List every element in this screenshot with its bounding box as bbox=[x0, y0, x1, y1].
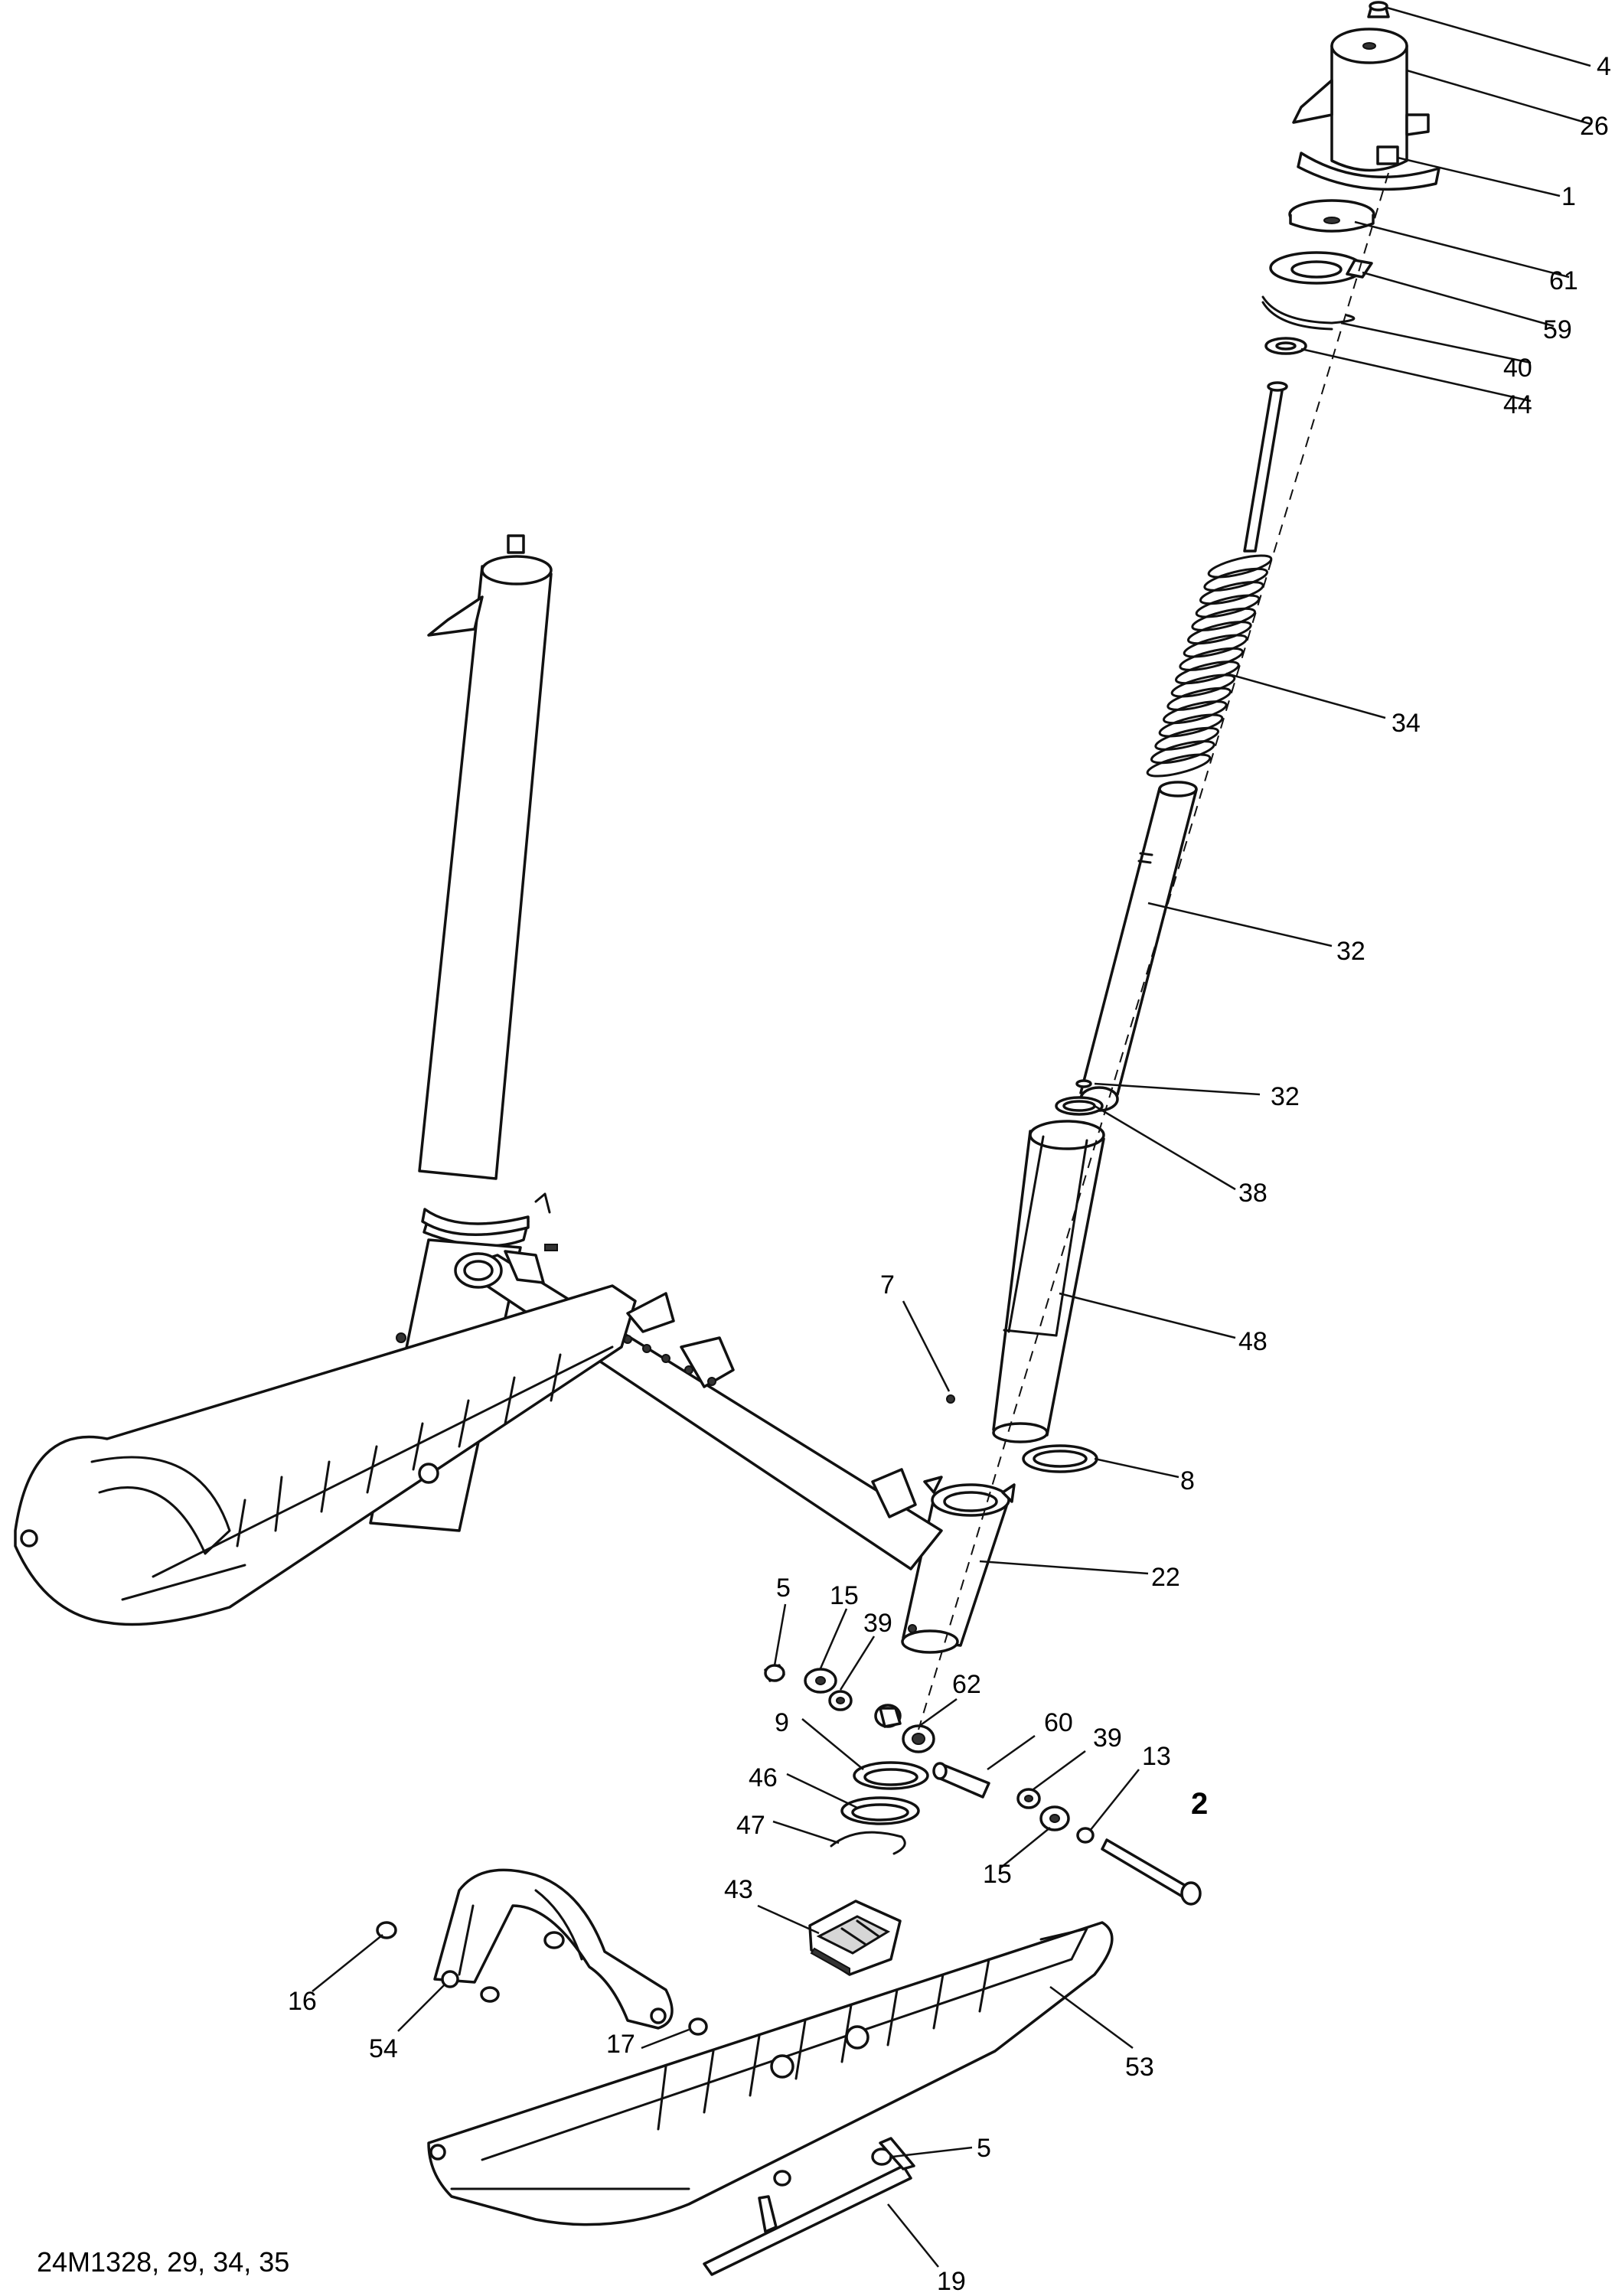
spring-coil-turn bbox=[1163, 700, 1228, 725]
callout-13: 13 bbox=[1142, 1742, 1171, 1771]
callout-5-upper: 5 bbox=[776, 1574, 791, 1603]
callout-16: 16 bbox=[288, 1987, 317, 2016]
spring-coil-turn bbox=[1199, 581, 1264, 605]
callout-22: 22 bbox=[1151, 1563, 1180, 1592]
drawing-reference-number: 24M1328, 29, 34, 35 bbox=[37, 2246, 290, 2278]
right-spindle-part bbox=[901, 1476, 1016, 1654]
ski-loop-handle-part bbox=[433, 1868, 674, 2030]
bushing-right-part bbox=[902, 1724, 935, 1753]
nut-left-part bbox=[764, 1664, 785, 1682]
callout-62: 62 bbox=[952, 1670, 981, 1699]
callout-7: 7 bbox=[880, 1270, 895, 1300]
callout-39-upper: 39 bbox=[863, 1609, 892, 1638]
callout-1: 1 bbox=[1561, 182, 1576, 211]
shock-eye-part bbox=[1075, 1079, 1092, 1088]
coil-spring-part bbox=[1146, 554, 1273, 778]
callout-48: 48 bbox=[1238, 1327, 1268, 1356]
flange-washer-left-part bbox=[804, 1668, 837, 1694]
circlip-part bbox=[830, 1831, 906, 1855]
spring-coil-turn bbox=[1170, 673, 1236, 698]
spring-coil-turn bbox=[1146, 753, 1212, 778]
callout-59: 59 bbox=[1543, 315, 1572, 344]
shock-body-part bbox=[1079, 781, 1198, 1112]
spring-coil-turn bbox=[1195, 594, 1261, 618]
callout-60: 60 bbox=[1044, 1708, 1073, 1737]
spring-coil-turn bbox=[1203, 567, 1268, 592]
spring-coil-turn bbox=[1179, 647, 1244, 671]
bushing-ring-part bbox=[1022, 1444, 1098, 1473]
nut-right-part bbox=[1076, 1827, 1095, 1844]
spring-coil-turn bbox=[1158, 713, 1224, 738]
spring-coil-turn bbox=[1191, 607, 1256, 631]
callout-32-upper: 32 bbox=[1336, 937, 1365, 966]
screw-part bbox=[376, 1921, 708, 2036]
callout-43: 43 bbox=[724, 1875, 753, 1904]
callout-19: 19 bbox=[937, 2267, 966, 2296]
left-strut-part bbox=[418, 534, 553, 1247]
spring-coil-turn bbox=[1154, 726, 1219, 751]
callout-38: 38 bbox=[1238, 1179, 1268, 1208]
retaining-clip-part bbox=[1261, 295, 1356, 331]
top-bolt-part bbox=[1367, 1, 1390, 18]
callout-26: 26 bbox=[1580, 112, 1609, 141]
assembly-axis-line bbox=[918, 172, 1389, 1730]
bearing-ring-part bbox=[853, 1761, 929, 1790]
callout-17: 17 bbox=[606, 2030, 635, 2059]
callout-44: 44 bbox=[1503, 390, 1532, 419]
callout-15-lower: 15 bbox=[983, 1860, 1012, 1889]
callout-4: 4 bbox=[1597, 52, 1611, 81]
callout-61: 61 bbox=[1549, 266, 1578, 295]
sleeve-part bbox=[932, 1762, 990, 1799]
long-bolt-part bbox=[1101, 1838, 1202, 1906]
spring-coil-turn bbox=[1187, 621, 1252, 645]
spring-coil-turn bbox=[1183, 634, 1248, 658]
callout-5-lower: 5 bbox=[977, 2134, 991, 2163]
wear-pad-part bbox=[808, 1900, 902, 1976]
washer-left-part bbox=[828, 1690, 853, 1711]
callout-15-upper: 15 bbox=[830, 1581, 859, 1610]
callout-8: 8 bbox=[1180, 1466, 1195, 1495]
callout-47: 47 bbox=[736, 1811, 765, 1840]
spring-coil-turn bbox=[1207, 554, 1273, 579]
callout-numbers: 4 26 1 61 59 40 44 34 32 32 38 7 48 8 22… bbox=[288, 52, 1611, 2296]
callout-53: 53 bbox=[1125, 2053, 1154, 2082]
spring-seat-plate-part bbox=[1269, 251, 1373, 285]
seal-ring-lower-part bbox=[840, 1796, 920, 1825]
shock-rod-part bbox=[1243, 381, 1288, 553]
callout-34: 34 bbox=[1392, 709, 1421, 738]
leader-lines bbox=[312, 6, 1591, 2268]
lower-ski-part bbox=[427, 1921, 1114, 2226]
mount-bolt-part bbox=[1376, 145, 1399, 165]
small-pin-part bbox=[946, 1394, 955, 1404]
callout-2: 2 bbox=[1191, 1787, 1208, 1821]
bushing-left-part bbox=[874, 1704, 902, 1728]
spring-coil-turn bbox=[1150, 740, 1215, 765]
washer-right-part bbox=[1016, 1788, 1041, 1809]
upper-mount-cylinder-part bbox=[1292, 28, 1440, 191]
callout-54: 54 bbox=[369, 2034, 398, 2063]
left-ski-part bbox=[14, 1284, 675, 1626]
spring-coil-turn bbox=[1175, 660, 1240, 685]
callout-9: 9 bbox=[775, 1708, 789, 1737]
ski-runner-part bbox=[703, 2137, 915, 2276]
flange-washer-right-part bbox=[1039, 1805, 1070, 1831]
outer-tube-part bbox=[992, 1120, 1105, 1443]
small-bolt-pair-part bbox=[544, 1244, 558, 1251]
callout-39-lower: 39 bbox=[1093, 1724, 1122, 1753]
callout-46: 46 bbox=[749, 1763, 778, 1792]
callout-40: 40 bbox=[1503, 354, 1532, 383]
spring-coil-turn bbox=[1166, 687, 1232, 711]
ski-nut-part bbox=[773, 2148, 892, 2187]
upper-washer-part bbox=[1288, 199, 1375, 233]
callout-32-lower: 32 bbox=[1271, 1082, 1300, 1111]
small-washer-part bbox=[1264, 337, 1307, 355]
